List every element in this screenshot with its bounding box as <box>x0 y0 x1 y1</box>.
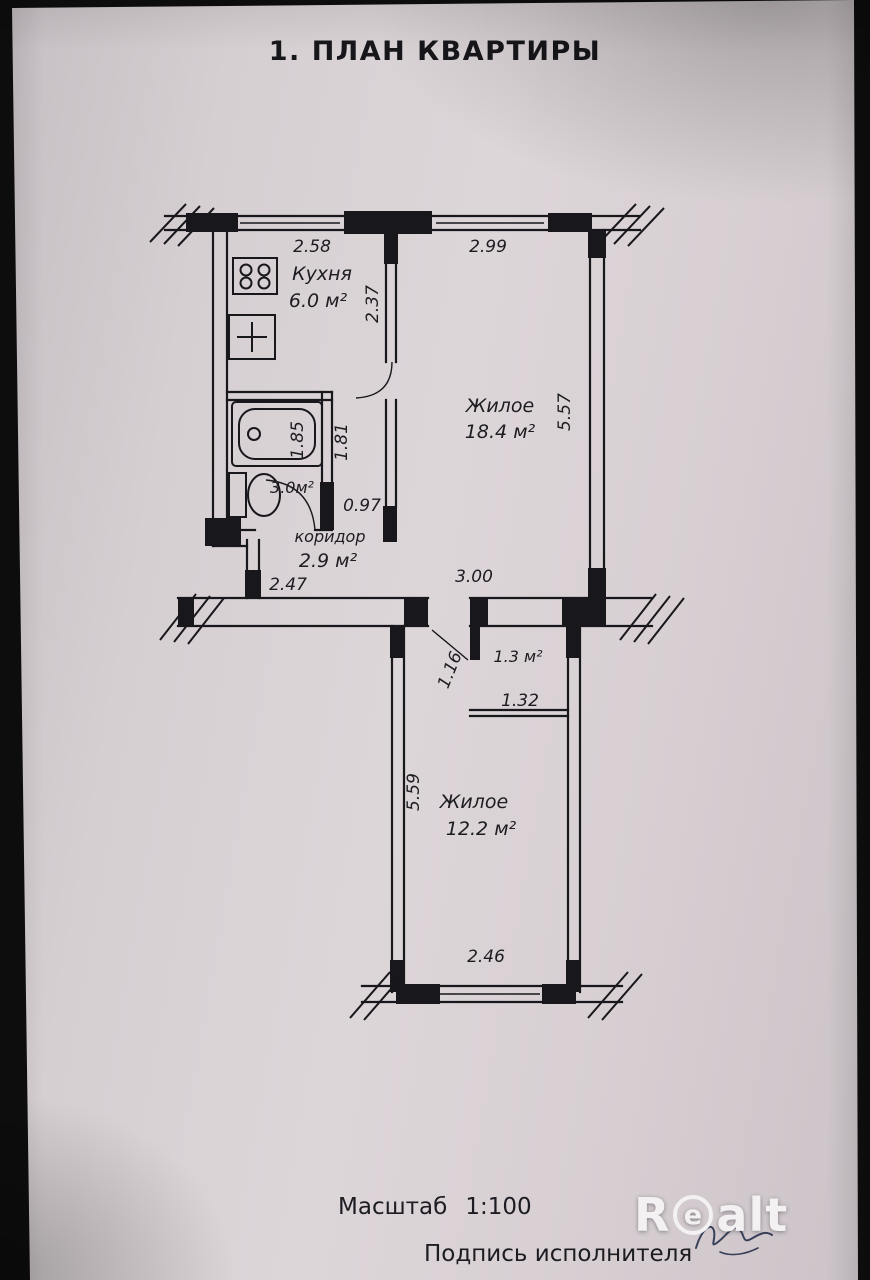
sink-icon <box>228 314 276 360</box>
window-lines <box>240 222 544 995</box>
floor-plan: 2.58 2.99 2.37 5.57 1.85 1.81 0.97 3.00 … <box>149 203 685 1021</box>
kitchen-label: Кухня <box>292 263 352 285</box>
living-top-label: Жилое <box>465 395 534 417</box>
stove-icon <box>232 257 278 295</box>
bathroom-area: 3.0м² <box>270 478 315 497</box>
signature-label: Подпись исполнителя <box>424 1241 693 1267</box>
closet-area: 1.3 м² <box>493 647 543 666</box>
dim-corridor-side: 1.81 <box>332 423 352 461</box>
toilet-icon <box>228 472 281 518</box>
hatch-marks <box>149 203 685 1021</box>
watermark-letters-alt: alt <box>716 1188 789 1242</box>
dim-living-bottom-depth: 5.59 <box>404 773 424 811</box>
scale-note: Масштаб 1:100 <box>338 1194 532 1220</box>
executor-signature <box>695 1226 773 1256</box>
living-top-area: 18.4 м² <box>465 421 536 443</box>
dim-closet-width: 1.32 <box>501 691 539 711</box>
living-bottom-label: Жилое <box>439 791 508 813</box>
dim-living-top-bottom: 3.00 <box>455 567 493 587</box>
corridor-area: 2.9 м² <box>299 550 358 572</box>
scale-label: Масштаб <box>338 1194 448 1220</box>
corridor-label: коридор <box>294 527 365 546</box>
dim-living-top-width: 2.99 <box>469 237 507 257</box>
dim-kitchen-side: 2.37 <box>363 285 383 323</box>
dim-living-bottom-width: 2.46 <box>467 947 505 967</box>
wall-fills <box>178 211 606 1004</box>
dim-living-top-depth: 5.57 <box>555 393 575 431</box>
scale-value: 1:100 <box>465 1194 532 1220</box>
dim-closet-depth: 1.16 <box>434 649 467 692</box>
dim-bathroom-depth: 1.85 <box>288 421 308 459</box>
dim-corridor-width: 0.97 <box>343 496 381 516</box>
dim-hall-bottom: 2.47 <box>269 575 307 595</box>
door-swings <box>265 361 469 661</box>
kitchen-area: 6.0 м² <box>289 290 348 312</box>
watermark-letter-r: R <box>634 1188 671 1242</box>
realt-watermark: R e alt <box>634 1188 788 1242</box>
watermark-circled-e: e <box>673 1195 714 1235</box>
page-title: 1. ПЛАН КВАРТИРЫ <box>268 36 602 67</box>
living-bottom-area: 12.2 м² <box>446 818 517 840</box>
dim-kitchen-top: 2.58 <box>293 237 331 257</box>
bathtub-icon <box>231 401 323 467</box>
